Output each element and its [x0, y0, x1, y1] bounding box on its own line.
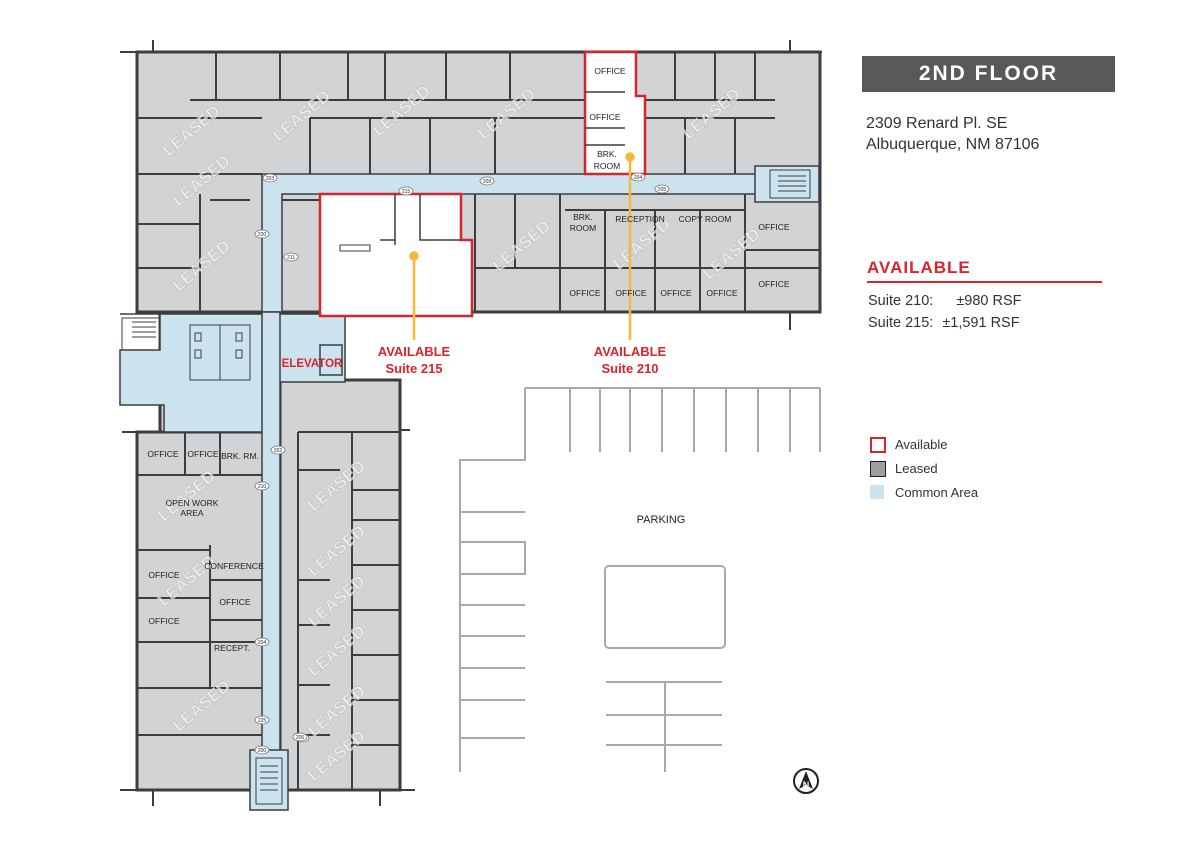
- callout-suite-210-line2: Suite 210: [601, 361, 658, 376]
- svg-text:209: 209: [483, 179, 492, 185]
- room-number-tag: 211: [283, 252, 299, 262]
- room-label: OPEN WORK: [166, 498, 219, 508]
- interior-walls-bottom: [137, 431, 400, 790]
- callout-suite-210-line1: AVAILABLE: [594, 344, 667, 359]
- callout-text: AVAILABLE Suite 215 AVAILABLE Suite 210 …: [282, 344, 667, 376]
- room-number-tag: 209: [479, 176, 495, 186]
- room-label: RECEPTION: [615, 214, 665, 224]
- floor-title: 2ND FLOOR: [862, 56, 1115, 92]
- parking-label: PARKING: [637, 514, 686, 526]
- room-number-tag: 200: [254, 745, 270, 755]
- svg-text:200: 200: [258, 748, 267, 754]
- room-label: OFFICE: [187, 449, 218, 459]
- available-divider: [867, 281, 1102, 283]
- room-number-tag: 215: [398, 186, 414, 196]
- legend-swatch-leased: [870, 461, 886, 477]
- svg-text:202: 202: [274, 448, 283, 454]
- room-number-tag: 205: [654, 184, 670, 194]
- callout-suite-215-line1: AVAILABLE: [378, 344, 451, 359]
- room-label: OFFICE: [569, 288, 600, 298]
- svg-text:204: 204: [634, 175, 643, 181]
- room-label: OFFICE: [706, 288, 737, 298]
- common-area: [119, 165, 820, 811]
- svg-text:220: 220: [258, 232, 267, 238]
- callout-lines: [409, 152, 635, 340]
- room-label: OFFICE: [147, 449, 178, 459]
- suite-210-line: Suite 210: ±980 RSF: [868, 293, 1022, 309]
- svg-text:211: 211: [287, 255, 295, 261]
- suite-label: Suite 215:: [868, 315, 934, 331]
- svg-text:206: 206: [296, 735, 305, 741]
- legend-label: Common Area: [895, 485, 979, 500]
- suite-label: Suite 210:: [868, 293, 934, 309]
- room-labels: OFFICE OFFICE BRK. ROOM BRK. ROOM RECEPT…: [147, 66, 789, 653]
- svg-text:203: 203: [266, 176, 275, 182]
- room-label: OFFICE: [615, 288, 646, 298]
- suite-area: ±980 RSF: [956, 293, 1022, 309]
- svg-text:N: N: [803, 780, 810, 790]
- room-label: OFFICE: [758, 279, 789, 289]
- room-label: ROOM: [570, 223, 596, 233]
- available-suites: [318, 50, 647, 318]
- callout-suite-215-line2: Suite 215: [385, 361, 442, 376]
- room-label: ROOM: [594, 161, 620, 171]
- room-number-tag: 203: [262, 173, 278, 183]
- svg-text:205: 205: [658, 187, 667, 193]
- legend-label: Leased: [895, 461, 938, 476]
- room-label: OFFICE: [758, 222, 789, 232]
- svg-text:210: 210: [258, 484, 267, 490]
- room-number-tag: 206: [292, 732, 308, 742]
- room-label: OFFICE: [148, 570, 179, 580]
- svg-text:215: 215: [402, 189, 411, 195]
- room-label: OFFICE: [594, 66, 625, 76]
- address-line-2: Albuquerque, NM 87106: [866, 136, 1040, 153]
- room-number-tags: 2152112202032092042052022102022252042062…: [254, 172, 670, 755]
- suite-215-area: [318, 192, 474, 318]
- suite-210-area: [583, 50, 647, 176]
- room-number-tag: 225: [254, 715, 270, 725]
- room-number-tag: 204: [630, 172, 646, 182]
- north-arrow-icon: N: [793, 768, 819, 794]
- svg-text:204: 204: [258, 640, 267, 646]
- room-label: CONFERENCE: [204, 561, 264, 571]
- room-label: BRK.: [597, 149, 617, 159]
- legend-label: Available: [895, 437, 948, 452]
- room-label: BRK.: [573, 212, 593, 222]
- room-label: OFFICE: [148, 616, 179, 626]
- room-number-tag: 220: [254, 229, 270, 239]
- legend-swatch-common: [870, 485, 884, 499]
- room-label: RECEPT.: [214, 643, 250, 653]
- room-label: OFFICE: [219, 597, 250, 607]
- suite-area: ±1,591 RSF: [942, 315, 1020, 331]
- suite-215-line: Suite 215: ±1,591 RSF: [868, 315, 1020, 331]
- room-label: AREA: [180, 508, 203, 518]
- stair-details: [121, 169, 811, 805]
- available-heading: AVAILABLE: [867, 258, 971, 277]
- parking-lot: [459, 387, 821, 772]
- room-label: OFFICE: [660, 288, 691, 298]
- room-number-tag: 204: [254, 637, 270, 647]
- room-label: OFFICE: [589, 112, 620, 122]
- room-number-tag: 210: [254, 481, 270, 491]
- room-label: COPY ROOM: [679, 214, 732, 224]
- room-number-tag: 202: [270, 445, 286, 455]
- legend-swatch-available: [870, 437, 886, 453]
- address-line-1: 2309 Renard Pl. SE: [866, 115, 1008, 132]
- address-block: 2309 Renard Pl. SE Albuquerque, NM 87106: [866, 113, 1039, 155]
- interior-walls: [137, 52, 820, 312]
- outer-wall-lines: [120, 40, 822, 806]
- svg-text:225: 225: [258, 718, 267, 724]
- room-label: BRK. RM.: [221, 451, 259, 461]
- elevator-label: ELEVATOR: [282, 358, 343, 370]
